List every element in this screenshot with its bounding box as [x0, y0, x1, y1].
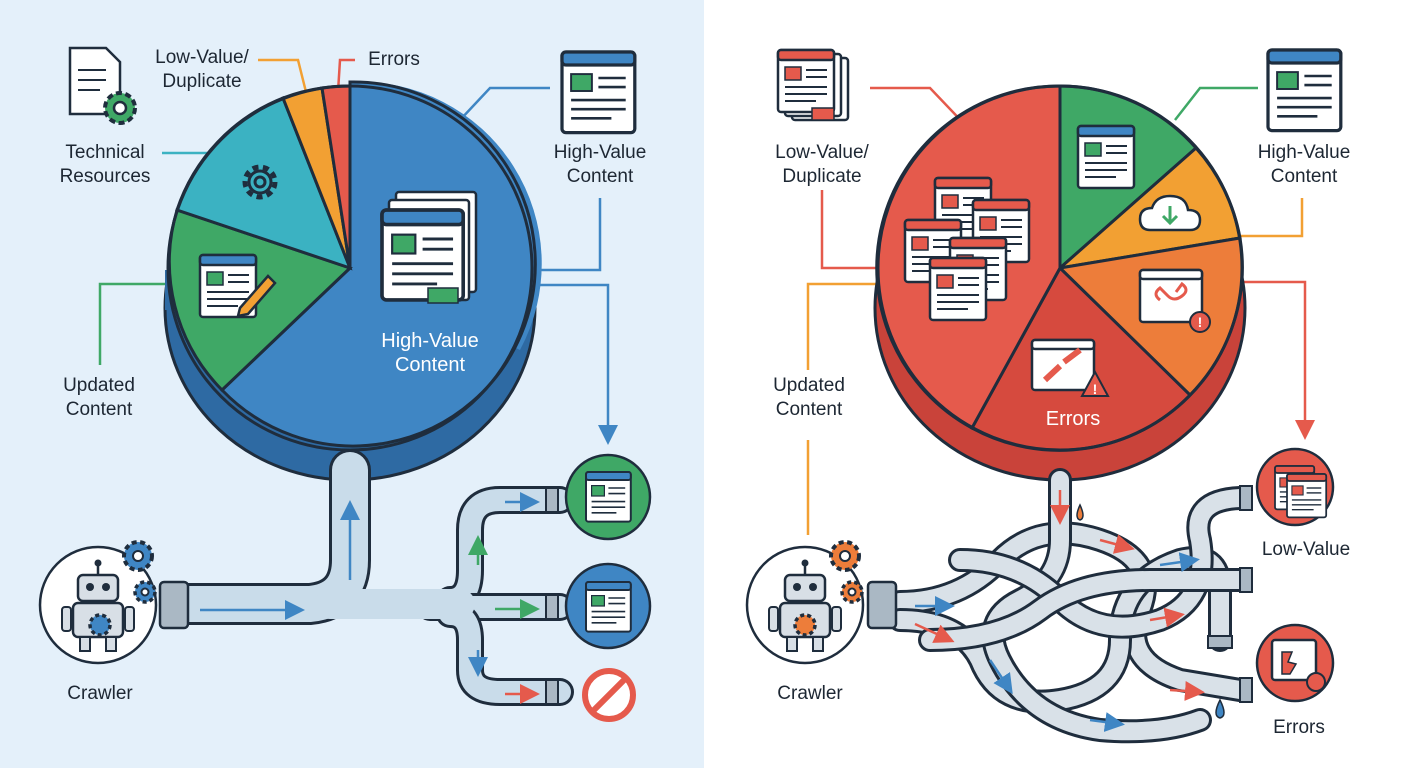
leak-drop [1215, 698, 1225, 719]
left-label-technical: Technical Resources [59, 142, 151, 187]
right-label-low-value-out: Low-Value [1261, 539, 1351, 560]
right-flow-arrows [914, 490, 1205, 732]
left-label-errors: Errors [368, 49, 420, 70]
right-label-updated: Updated Content [773, 375, 845, 420]
broken-link-icon: ! [1138, 268, 1211, 333]
pencil-icon [236, 274, 277, 318]
left-flow-arrows [200, 492, 540, 704]
left-label-low-value: Low-Value/ Duplicate [155, 47, 249, 92]
right-tangled-pipes [888, 468, 1252, 744]
leak-drop [1076, 503, 1084, 521]
no-entry-icon [582, 668, 636, 722]
left-label-crawler: Crawler [67, 683, 133, 704]
broken-link-error-icon [1030, 338, 1096, 392]
svg-text:!: ! [1093, 381, 1098, 397]
right-label-errors-out: Errors [1273, 717, 1325, 738]
cloud-download-icon [1138, 194, 1202, 232]
left-label-high-value-inner: High-Value Content [381, 330, 479, 376]
pipe-connector [158, 580, 190, 630]
right-label-crawler: Crawler [777, 683, 843, 704]
right-label-errors-inner: Errors [1045, 408, 1101, 430]
right-leader-lines [806, 86, 1315, 535]
right-label-high-value: High-Value Content [1257, 142, 1351, 187]
document-gear-icon [68, 46, 137, 125]
left-label-updated: Updated Content [63, 375, 135, 420]
left-leader-lines [98, 58, 618, 445]
svg-text:!: ! [1198, 314, 1203, 330]
left-label-high-value: High-Value Content [553, 142, 647, 187]
right-label-low-value: Low-Value/ Duplicate [775, 142, 869, 187]
warning-icon: ! [1080, 369, 1110, 397]
